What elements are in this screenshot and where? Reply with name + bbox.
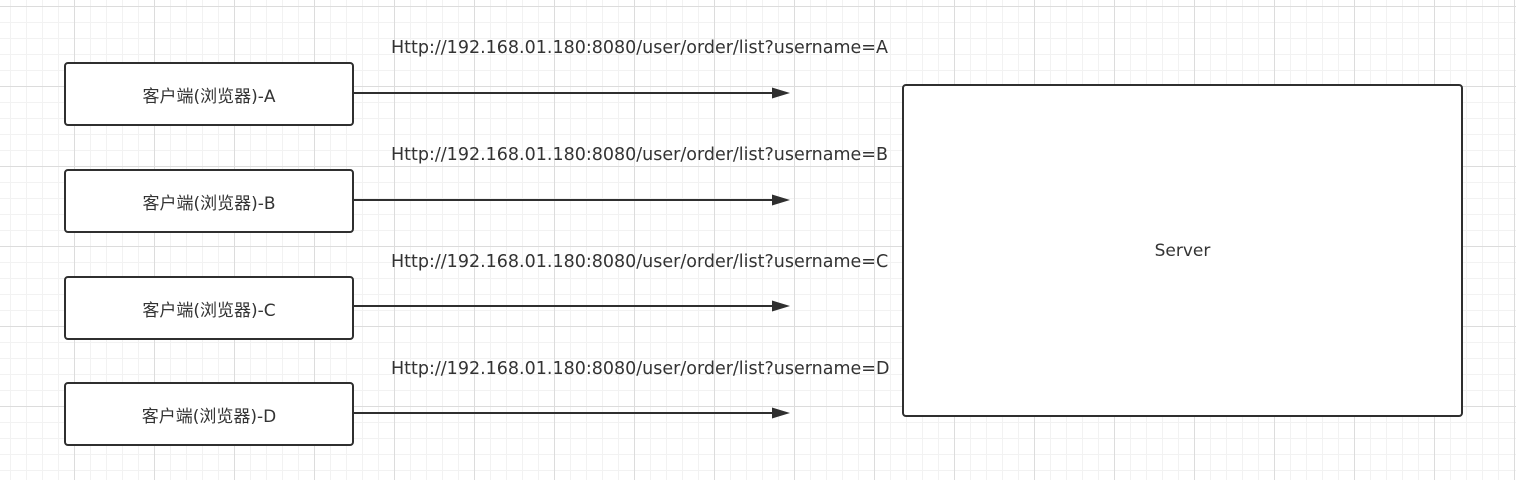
arrow-client-b xyxy=(354,194,790,206)
arrow-client-c xyxy=(354,300,790,312)
request-url-a: Http://192.168.01.180:8080/user/order/li… xyxy=(391,38,888,58)
server-label: Server xyxy=(1154,240,1211,261)
client-box-b[interactable]: 客户端(浏览器)-B xyxy=(64,169,354,233)
client-label-c: 客户端(浏览器)-C xyxy=(142,300,276,321)
client-label-b: 客户端(浏览器)-B xyxy=(142,193,276,214)
client-box-a[interactable]: 客户端(浏览器)-A xyxy=(64,62,354,126)
arrow-client-a xyxy=(354,87,790,99)
server-box[interactable]: Server xyxy=(902,84,1463,417)
request-url-d: Http://192.168.01.180:8080/user/order/li… xyxy=(391,359,890,379)
request-url-c: Http://192.168.01.180:8080/user/order/li… xyxy=(391,252,889,272)
client-box-c[interactable]: 客户端(浏览器)-C xyxy=(64,276,354,340)
arrow-client-d xyxy=(354,407,790,419)
request-url-b: Http://192.168.01.180:8080/user/order/li… xyxy=(391,145,888,165)
client-label-d: 客户端(浏览器)-D xyxy=(141,406,277,427)
client-label-a: 客户端(浏览器)-A xyxy=(142,86,276,107)
client-box-d[interactable]: 客户端(浏览器)-D xyxy=(64,382,354,446)
